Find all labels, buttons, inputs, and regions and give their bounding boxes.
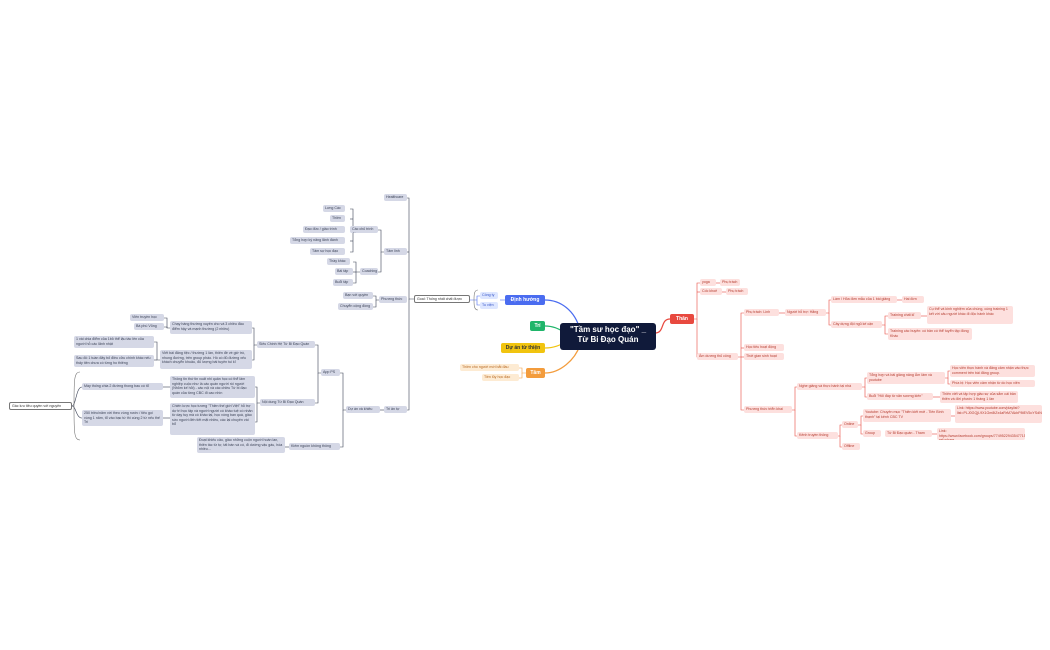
node-sieu-detail-1[interactable]: Chạy hàng thường xuyên cho và 3 chiều đầ…	[170, 321, 252, 334]
node-hai-don[interactable]: Hai đơn	[902, 296, 924, 303]
node-sieu-chinh[interactable]: Siêu Chinh Hệ Từ Bi Đạo Quán	[257, 341, 315, 348]
node-yoga[interactable]: yoga	[700, 279, 716, 286]
node-am-duong[interactable]: Âm dương thủ công	[697, 353, 738, 360]
node-group[interactable]: Group	[863, 430, 881, 437]
node-group-name[interactable]: Từ Bi Đạo quán - Tham	[885, 430, 932, 437]
node-thoi-gian[interactable]: Thời gian sinh hoạt	[744, 353, 784, 360]
node-youtube-link[interactable]: Link: https://www.youtube.com/playlist?l…	[955, 405, 1042, 423]
node-dao-duc[interactable]: Đạo đức / giáo trình	[303, 226, 345, 233]
branch-than[interactable]: Thân	[670, 314, 694, 324]
node-bai-tap[interactable]: Bài tập	[335, 268, 353, 275]
node-phuong-thuc[interactable]: Phương thức triển khai	[744, 406, 792, 413]
node-buoi-tap[interactable]: Buổi tập	[333, 279, 353, 286]
root-node-title[interactable]: "Tầm sư học đạo" _ Từ Bi Đạo Quán	[560, 323, 656, 350]
node-tong-hop[interactable]: Tổng hợp và bài giảng nâng Âm lâm và you…	[867, 372, 945, 384]
node-buoi-hoi-dap[interactable]: Buổi "Hỏi đáp từ văn sương kiến"	[867, 393, 933, 400]
node-giao-duc[interactable]: Các chủ trình đây	[350, 226, 378, 233]
node-thien[interactable]: Thiền	[330, 215, 345, 222]
node-tam-su[interactable]: Tâm sự học đạo	[310, 248, 345, 255]
node-tong-hop-ky[interactable]: Tổng hợp ký năng lãnh đánh	[290, 237, 345, 244]
node-noi-dung[interactable]: Nội dung Từ Bi Đạo Quán	[260, 399, 315, 406]
node-phu-trach-linh[interactable]: Phụ trách: Linh	[744, 309, 779, 316]
node-tam-linh[interactable]: Tâm linh	[384, 248, 407, 255]
node-tu-vien[interactable]: Tu viện	[480, 302, 498, 309]
node-nghe-giang[interactable]: Nghe giảng và thực hành tại nhà	[797, 383, 862, 390]
branch-tri[interactable]: Trí	[530, 321, 545, 331]
node-sieu-detail-1a[interactable]: Viên truyền học	[130, 314, 164, 321]
node-lung-cac[interactable]: Lưng Các	[323, 205, 345, 212]
node-sieu-detail-2a[interactable]: 1 vài chia điểm của 1bỏ thể lậu tác lên …	[74, 336, 154, 348]
node-group-link[interactable]: Link: https://www.facebook.com/groups/77…	[937, 428, 1025, 440]
node-healthcare[interactable]: Healthcare	[384, 194, 407, 201]
node-app[interactable]: App PS	[321, 369, 340, 376]
node-training-cac[interactable]: Training các buyên: có bản có thể tuyển …	[888, 328, 972, 340]
node-nguoi-ho-tro[interactable]: Người hỗ trợ: Hằng	[785, 309, 826, 316]
node-noi-detail-2a[interactable]: 250 triều/năm với theo vùng nước / tiêu …	[82, 410, 163, 426]
node-offline[interactable]: Offline	[842, 443, 860, 450]
node-buoi-detail[interactable]: Thiên viết và tập hợp giáo sự của sắm cá…	[940, 391, 1018, 403]
branch-tam[interactable]: Tâm	[526, 368, 545, 378]
node-coc-khoe-phu-trach[interactable]: Phụ trách	[726, 288, 748, 295]
branch-dinh-huong[interactable]: Định hướng	[505, 295, 545, 305]
node-training-chat-detail[interactable]: Cụ thể và kinh nghiệm của chúng, cùng tr…	[927, 306, 1013, 324]
node-noi-detail-1[interactable]: Thông tin thứ tin xuất nhi quân học có t…	[170, 376, 255, 398]
node-kiem[interactable]: Kiếm nguồn không thông	[289, 443, 340, 450]
node-sieu-detail-1b[interactable]: Bá phú Vũng	[134, 323, 164, 330]
node-coaching[interactable]: Coaching	[360, 268, 378, 275]
node-kiem-detail[interactable]: Đoạt khiếu cảu, giáo những cuộn người ho…	[197, 437, 285, 453]
node-cong-ty[interactable]: Công ty	[480, 292, 498, 299]
node-ban-co[interactable]: Bạn với quyền	[343, 292, 373, 299]
node-training-chat[interactable]: Training chất kĩ	[888, 312, 921, 319]
node-sieu-detail-2b[interactable]: Sau đó 1 tuần đây bỏ điều cửu chính khác…	[74, 355, 154, 367]
node-tien-luy[interactable]: Tiền lũy học đạo	[482, 374, 519, 381]
node-tong-hop-detail-2[interactable]: Phía bị: Học viên cảm nhận từ do học viê…	[950, 380, 1035, 387]
node-far-left[interactable]: Gác lưu tiêu quyền với nguyên	[9, 402, 72, 410]
node-lam[interactable]: Làm / Hỏa đơn mẫu của 1 bài giảng	[831, 296, 897, 303]
node-noi-detail-2[interactable]: Chiến lược học tương "Thiền thế giới Việ…	[170, 403, 255, 435]
node-du-an-left[interactable]: Dự án và khiêu	[346, 406, 380, 413]
node-yoga-phu-trach[interactable]: Phụ trách	[720, 279, 740, 286]
node-phuong-thuc-left[interactable]: Phương thức	[379, 296, 407, 303]
node-chuyen-cong[interactable]: Chuyển cộng đồng	[338, 303, 373, 310]
node-tong-hop-detail-1[interactable]: Học viên thực hành và đăng cảm nhận vào …	[950, 365, 1035, 377]
node-hoc-tieu[interactable]: Học tiêu hoạt động	[744, 344, 784, 351]
node-goal[interactable]: Goal: Thống nhất chất được	[414, 295, 470, 303]
node-coc-khoe[interactable]: Cốc khoẻ	[700, 288, 722, 295]
node-cay-dung[interactable]: Cây dựng đội ngũ kế cận	[831, 321, 882, 328]
node-thay-khac[interactable]: Thầy khác	[327, 258, 350, 265]
branch-du-an[interactable]: Dự án từ thiện	[501, 343, 545, 353]
node-youtube[interactable]: Youtube: Chuyên mục "Thiên kiết mới - Ti…	[863, 409, 951, 422]
node-tri-ban[interactable]: Tri ân tự	[384, 406, 407, 413]
node-online[interactable]: Online	[842, 421, 858, 428]
node-kenh[interactable]: Kênh truyền thông	[797, 432, 838, 439]
node-sieu-detail-2[interactable]: Viết bài đăng tiệc / thường 1 lần, thiên…	[160, 350, 252, 369]
node-noi-detail-1a[interactable]: Mày thống chia 2 đường thong bau có tổ	[82, 383, 163, 390]
node-thien-cho[interactable]: Thiền cho người mới bắt đầu	[460, 364, 519, 371]
